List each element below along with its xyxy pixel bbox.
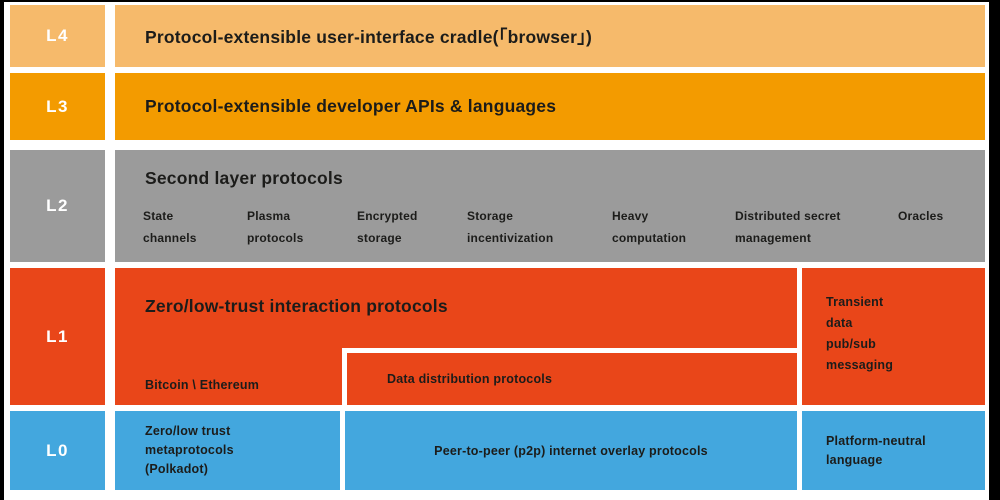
l0-platform-neutral-language-box: Platform-neutral language <box>802 411 985 490</box>
l2-item-distributed-secret-management: Distributed secret management <box>735 209 841 245</box>
left-frame-bar <box>0 0 4 500</box>
l2-item-storage-incentivization: Storage incentivization <box>467 209 554 245</box>
layer-l2-content-box: Second layer protocols State channels Pl… <box>115 150 985 262</box>
layer-l4-title-box: Protocol-extensible user-interface cradl… <box>115 5 985 67</box>
l1-data-distribution-label: Data distribution protocols <box>387 372 553 386</box>
l1-bitcoin-ethereum-label: Bitcoin \ Ethereum <box>145 377 260 392</box>
l2-item-encrypted-storage: Encrypted storage <box>357 209 418 245</box>
l1-data-distribution-box: Data distribution protocols <box>342 348 797 405</box>
layer-l3-title-box: Protocol-extensible developer APIs & lan… <box>115 73 985 140</box>
layer-l3-title: Protocol-extensible developer APIs & lan… <box>145 96 557 116</box>
layer-l1-main-box: Zero/low-trust interaction protocols Bit… <box>115 268 797 405</box>
layer-l1-title: Zero/low-trust interaction protocols <box>145 296 448 316</box>
top-frame-line <box>0 0 1000 2</box>
l0-metaprotocols-box: Zero/low trust metaprotocols (Polkadot) <box>115 411 340 490</box>
layer-l1-label: L1 <box>10 268 105 405</box>
right-frame-bar <box>989 0 1000 500</box>
layer-l4-label: L4 <box>10 5 105 67</box>
l2-item-plasma-protocols: Plasma protocols <box>247 209 304 245</box>
l1-transient-messaging-box: Transient data pub/sub messaging <box>802 268 985 405</box>
l2-item-state-channels: State channels <box>143 209 197 245</box>
layer-l2-title: Second layer protocols <box>145 168 343 188</box>
l0-p2p-overlay-box: Peer-to-peer (p2p) internet overlay prot… <box>345 411 797 490</box>
layer-l0-label: L0 <box>10 411 105 490</box>
layer-l2-label: L2 <box>10 150 105 262</box>
layer-l4-title: Protocol-extensible user-interface cradl… <box>145 26 593 47</box>
layer-l3-label: L3 <box>10 73 105 140</box>
l2-item-oracles: Oracles <box>898 209 944 223</box>
l2-item-heavy-computation: Heavy computation <box>612 209 687 245</box>
